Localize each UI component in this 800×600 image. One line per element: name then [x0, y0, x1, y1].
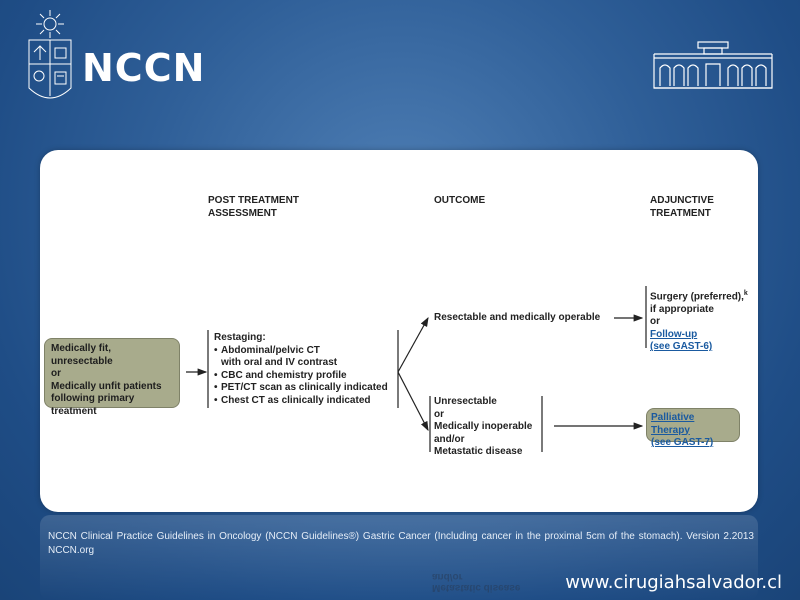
- unresectable-line-5: Metastatic disease: [434, 446, 523, 457]
- unresectable-line-3: Medically inoperable: [434, 421, 533, 432]
- surgery-line-3: or: [650, 316, 660, 328]
- brand-wordmark: NCCN: [82, 46, 206, 90]
- restaging-block: Restaging: Abdominal/pelvic CT with oral…: [214, 332, 396, 407]
- patient-line-3: Medically unfit patients: [51, 380, 162, 392]
- outcome-unresectable: Unresectable or Medically inoperable and…: [434, 396, 532, 459]
- restaging-item: with oral and IV contrast: [221, 357, 338, 368]
- header-adjunctive: ADJUNCTIVE TREATMENT: [650, 195, 714, 219]
- building-facade-icon: [653, 41, 773, 89]
- restaging-item: Abdominal/pelvic CT: [214, 345, 396, 358]
- restaging-item: CBC and chemistry profile: [214, 370, 396, 383]
- flowchart-connectors: [186, 286, 647, 452]
- surgery-footnote: k: [743, 290, 748, 297]
- reflected-line-1: Metastatic disease: [432, 582, 521, 593]
- citation-footer: NCCN Clinical Practice Guidelines in Onc…: [48, 531, 754, 556]
- patient-criteria-box: Medically fit, unresectable or Medically…: [44, 338, 180, 417]
- card-reflection: [40, 515, 758, 600]
- header-post-treatment: POST TREATMENT ASSESSMENT: [208, 195, 299, 219]
- outcome-resectable: Resectable and medically operable: [434, 312, 601, 323]
- flowchart-card: POST TREATMENT ASSESSMENT OUTCOME ADJUNC…: [40, 150, 758, 512]
- website-url[interactable]: www.cirugiahsalvador.cl: [565, 572, 782, 593]
- unresectable-line-1: Unresectable: [434, 396, 497, 407]
- arrow-to-unresectable: [397, 371, 429, 432]
- see-gast-6-link[interactable]: (see GAST-6): [650, 341, 713, 353]
- restaging-item: Chest CT as clinically indicated: [214, 395, 396, 408]
- reflected-line-2: and/or: [432, 571, 463, 582]
- patient-line-1: Medically fit, unresectable: [51, 343, 113, 367]
- unresectable-line-2: or: [434, 408, 444, 420]
- restaging-title: Restaging:: [214, 332, 266, 343]
- follow-up-link[interactable]: Follow-up: [650, 328, 698, 340]
- treatment-surgery: Surgery (preferred),k if appropriate or …: [650, 288, 748, 354]
- restaging-item: PET/CT scan as clinically indicated: [214, 382, 396, 395]
- palliative-therapy-box: Palliative Therapy (see GAST-7): [646, 408, 740, 448]
- patient-line-5: treatment: [51, 405, 97, 417]
- reflected-outcome-text: Metastatic disease and/or: [432, 571, 520, 593]
- arrow-to-resectable: [397, 316, 429, 373]
- patient-line-4: following primary: [51, 393, 135, 404]
- patient-line-2: or: [51, 368, 61, 379]
- palliative-therapy-link[interactable]: Palliative Therapy: [651, 412, 695, 436]
- university-seal-icon: [28, 10, 72, 99]
- unresectable-line-4: and/or: [434, 433, 465, 445]
- surgery-line-2: if appropriate: [650, 303, 714, 315]
- surgery-line-1: Surgery (preferred),: [650, 291, 744, 303]
- see-gast-7-link[interactable]: (see GAST-7): [651, 437, 714, 448]
- header-outcome: OUTCOME: [434, 195, 486, 206]
